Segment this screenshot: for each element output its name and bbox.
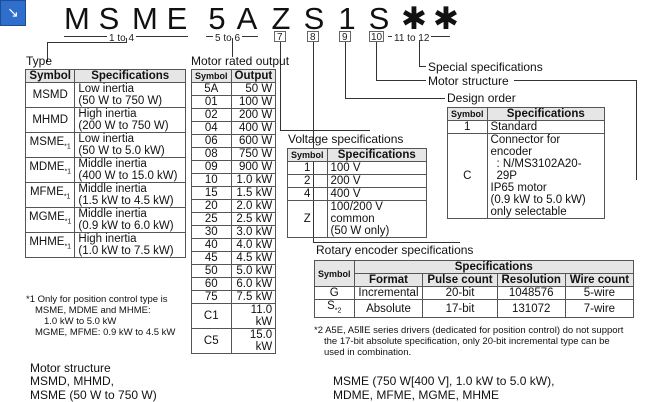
bottom-structure-right: MSME (750 W[400 V], 1.0 kW to 5.0 kW), M… xyxy=(333,374,555,402)
position-box xyxy=(339,31,351,42)
position-box xyxy=(369,31,384,42)
encoder-footnote: *2 A5E, A5ⅡE series drivers (dedicated f… xyxy=(314,325,624,358)
code-char: S xyxy=(98,1,120,36)
corner-badge: ↘ xyxy=(0,0,26,26)
position-marker: 8 xyxy=(310,32,316,43)
code-char: ✱ xyxy=(433,1,459,36)
bottom-structure-left: MSMD, MHMD, MSME (50 W to 750 W) xyxy=(30,374,157,402)
code-char: A xyxy=(236,1,258,36)
position-marker: 10 xyxy=(371,32,383,43)
code-char: M xyxy=(132,1,158,36)
type-header-spec: Specifications xyxy=(74,69,186,83)
code-char: M xyxy=(64,1,90,36)
position-marker: 11 to 12 xyxy=(392,33,432,44)
position-box xyxy=(274,31,286,42)
position-marker: 5 to 6 xyxy=(213,33,243,44)
bottom-structure-title: Motor structure xyxy=(30,361,111,375)
type-title: Type xyxy=(26,54,53,68)
design-order-label: Design order xyxy=(447,91,516,105)
cursor-arrow-icon: ↘ xyxy=(7,4,19,20)
code-char: 5 xyxy=(208,1,226,36)
position-marker: 9 xyxy=(342,32,348,43)
motor-structure-label: Motor structure xyxy=(428,74,509,88)
position-marker: 1 to 4 xyxy=(107,33,137,44)
code-char: Z xyxy=(271,1,291,36)
code-char: S xyxy=(303,1,325,36)
position-box xyxy=(307,31,319,42)
code-char: S xyxy=(368,1,390,36)
code-char: 1 xyxy=(338,1,356,36)
code-char: E xyxy=(166,1,188,36)
table-row: G Incremental 20-bit 1048576 5-wire xyxy=(314,286,635,300)
special-spec-label: Special specifications xyxy=(428,60,543,74)
encoder-title: Rotary encoder specifications xyxy=(316,243,474,257)
position-marker: 7 xyxy=(277,32,283,43)
code-char: ✱ xyxy=(401,1,427,36)
type-header-symbol: Symbol xyxy=(24,69,76,83)
output-title: Motor rated output xyxy=(191,54,290,68)
type-footnote: *1 Only for position control type is MSM… xyxy=(26,294,176,338)
encoder-table: Symbol Specifications Format Pulse count… xyxy=(314,260,635,319)
voltage-title: Voltage specifications xyxy=(288,132,404,146)
table-row: S*2 Absolute 17-bit 131072 7-wire xyxy=(314,298,635,319)
table-row: C Connector for encoder : N/MS3102A20-29… xyxy=(447,133,606,219)
